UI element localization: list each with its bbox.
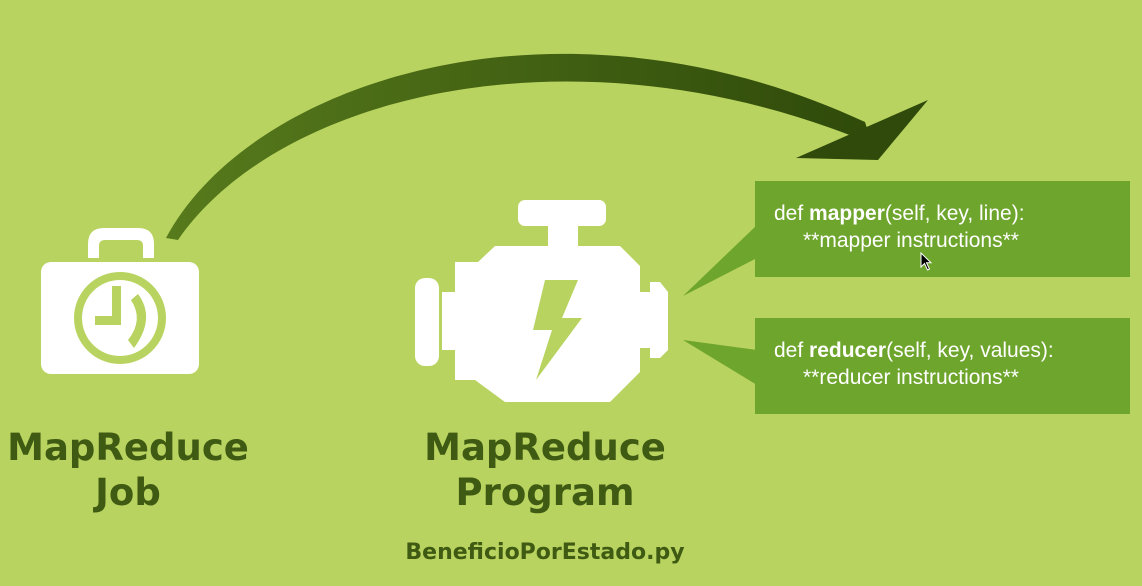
reducer-body: **reducer instructions** [803, 366, 1019, 389]
mapper-callout-tail [683, 225, 757, 296]
mapper-function-name: mapper [809, 202, 885, 225]
curved-arrow-icon [166, 53, 928, 240]
mapper-body: **mapper instructions** [803, 229, 1019, 252]
reducer-signature: def reducer(self, key, values): [774, 339, 1054, 362]
briefcase-clock-icon [41, 228, 199, 374]
mapper-code-box: def mapper(self, key, line): **mapper in… [755, 181, 1130, 277]
program-label: MapReduce Program [400, 425, 690, 515]
mapper-signature: def mapper(self, key, line): [774, 202, 1025, 225]
program-label-line2: Program [455, 471, 635, 514]
reducer-function-name: reducer [809, 339, 887, 362]
program-label-line1: MapReduce [424, 426, 666, 469]
mouse-cursor-icon [920, 252, 933, 271]
file-name-label: BeneficioPorEstado.py [405, 540, 685, 565]
job-label-line1: MapReduce [7, 426, 249, 469]
job-label: MapReduce Job [0, 425, 256, 515]
engine-lightning-icon [415, 200, 668, 402]
reducer-code-box: def reducer(self, key, values): **reduce… [755, 318, 1130, 414]
reducer-callout-tail [683, 340, 757, 385]
job-label-line2: Job [95, 471, 161, 514]
